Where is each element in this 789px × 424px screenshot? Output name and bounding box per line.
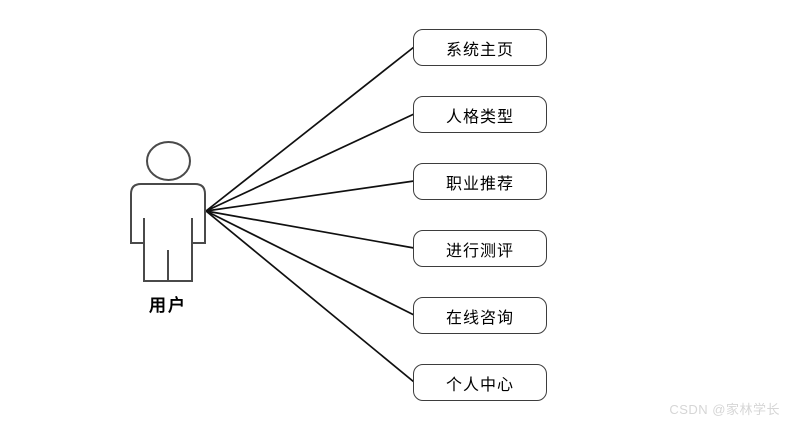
- connector-lines: [205, 46, 415, 383]
- usecase-system-home: 系统主页: [413, 29, 547, 66]
- usecase-career-recommendation: 职业推荐: [413, 163, 547, 200]
- connector-line-career: [205, 180, 415, 212]
- usecase-personal-center: 个人中心: [413, 364, 547, 401]
- actor-torso-outline: [130, 183, 206, 244]
- actor-figure: [130, 141, 206, 282]
- connector-line-profile: [205, 210, 415, 383]
- actor-label: 用户: [149, 296, 187, 315]
- connector-line-assessment: [205, 210, 415, 249]
- actor-head: [146, 141, 191, 181]
- watermark-text: CSDN @家林学长: [669, 402, 780, 417]
- connector-line-personality: [205, 113, 415, 212]
- usecase-personality-type: 人格类型: [413, 96, 547, 133]
- connector-line-home: [205, 46, 415, 212]
- usecase-online-consultation: 在线咨询: [413, 297, 547, 334]
- connector-line-consult: [205, 210, 415, 316]
- usecase-take-assessment: 进行测评: [413, 230, 547, 267]
